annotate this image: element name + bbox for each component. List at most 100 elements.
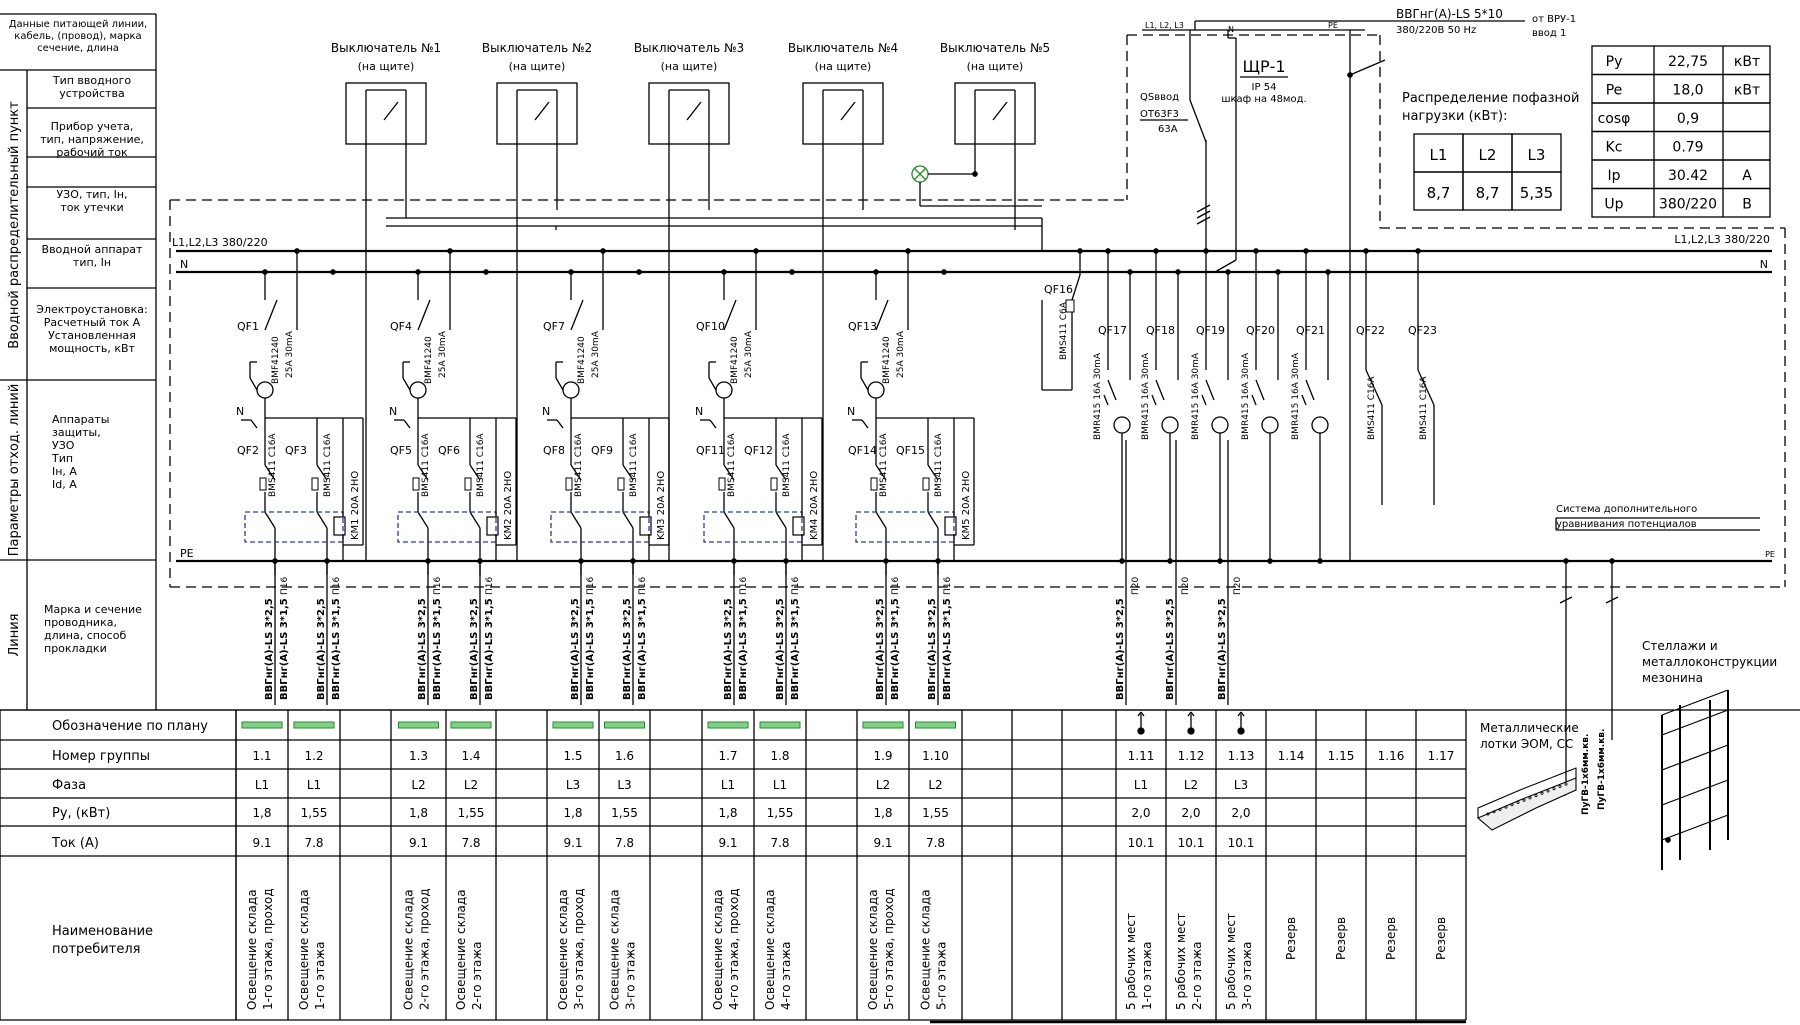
group-number: 1.1 [252, 749, 271, 763]
n-dot [636, 269, 642, 275]
group-power: 1,55 [922, 806, 949, 820]
group-phase: L1 [307, 778, 321, 792]
qf-name: QF2 [237, 444, 259, 457]
group-phase: L3 [566, 778, 580, 792]
switch-sub: (на щите) [815, 60, 872, 73]
qf-name: QF12 [744, 444, 773, 457]
rcbo-rating: 25A 30mA [285, 330, 295, 378]
group-phase: L3 [1234, 778, 1248, 792]
group-power: 2,0 [1131, 806, 1150, 820]
consumer-name: 5 рабочих мест [1224, 913, 1238, 1010]
group-current: 9.1 [252, 836, 271, 850]
km-label: KM2 20A 2НО [503, 471, 514, 540]
qf-blade [927, 464, 939, 481]
group-power: 2,0 [1231, 806, 1250, 820]
input-type-label: устройства [59, 87, 125, 100]
rcbo-name: QF1 [237, 320, 259, 333]
cable-p16: П16 [586, 577, 596, 595]
cable-label: длина, способ [44, 629, 126, 642]
n-label: N [236, 405, 244, 418]
cable-c1: ВВГнг(А)-LS 3*2,5 [775, 598, 786, 700]
km-dashed-box [855, 511, 955, 543]
group-number: 1.4 [461, 749, 480, 763]
group-number: 1.15 [1328, 749, 1355, 763]
cable-label: прокладки [44, 642, 107, 655]
storage-rack-icon [1661, 689, 1729, 870]
input-breaker-label: Вводной аппарат [42, 243, 144, 256]
group-power: 1,55 [458, 806, 485, 820]
cable-c1: ВВГнг(А)-LS 3*2,5 [622, 598, 633, 700]
qs-tick [1196, 216, 1211, 225]
equipotential-label-2: уравнивания потенциалов [1556, 519, 1697, 530]
param-name: cosφ [1598, 111, 1631, 127]
n-label: N [847, 405, 855, 418]
km-coil [333, 516, 346, 536]
switch-box [954, 82, 1036, 145]
qf-trip [870, 477, 878, 491]
group-number: 1.12 [1178, 749, 1205, 763]
phase-load-header: L2 [1479, 146, 1497, 164]
qf-blade [875, 464, 887, 481]
cable-c2: ВВГнг(А)-LS 3*1,5 [432, 598, 443, 700]
right-qf-trip [1251, 394, 1257, 406]
signal-lamp-cross [913, 167, 927, 181]
cable-c1: ВВГнг(А)-LS 3*2,5 [927, 598, 938, 700]
lamp-plan-symbol [552, 721, 594, 729]
switch-sub: (на щите) [661, 60, 718, 73]
pugv-label-2: ПуГВ-1х6мм.кв. [1597, 729, 1607, 810]
consumer-name: 5-го этажа, проход [882, 888, 896, 1010]
qf-trip [770, 477, 778, 491]
right-qf-name: QF23 [1408, 324, 1437, 337]
lamp-plan-symbol [915, 721, 956, 729]
phase-load-value: 5,35 [1520, 184, 1553, 202]
cable-p16: П16 [943, 577, 953, 595]
qf-type: BMS411 C16A [323, 433, 333, 497]
right-qf-blade [1255, 379, 1265, 401]
racks-label-3: мезонина [1642, 671, 1703, 685]
qf-trip [311, 477, 319, 491]
qf-blade [570, 464, 582, 481]
group-current: 7.8 [615, 836, 634, 850]
group-number: 1.6 [615, 749, 634, 763]
n-arrow [556, 419, 564, 429]
param-unit: кВт [1734, 83, 1760, 99]
right-qf-trip [1301, 394, 1307, 406]
rcbo-toroid [562, 381, 580, 399]
qf-type: BMS411 C16A [268, 433, 278, 497]
group-current: 9.1 [409, 836, 428, 850]
socket-arrow [1140, 711, 1145, 717]
group-number: 1.5 [563, 749, 582, 763]
l-bus-label-right: L1,L2,L3 380/220 [1674, 233, 1770, 246]
right-qf-blade [1305, 379, 1315, 401]
group-phase: L2 [411, 778, 425, 792]
consumer-name: 3-го этажа, проход [572, 888, 586, 1010]
consumer-name: Освещение склада [454, 889, 468, 1010]
consumer-name: Освещение склада [919, 889, 933, 1010]
group-current: 10.1 [1178, 836, 1205, 850]
km-contact [775, 511, 787, 529]
n-dot [330, 269, 336, 275]
qf-blade [622, 464, 634, 481]
socket-plan-symbol [1187, 727, 1195, 735]
group-power: 1,55 [611, 806, 638, 820]
rcbo-name: QF7 [543, 320, 565, 333]
group-number: 1.3 [409, 749, 428, 763]
pe-dot [1217, 558, 1223, 564]
protection-label: защиты, [52, 426, 101, 439]
group-current: 10.1 [1228, 836, 1255, 850]
qf-trip [464, 477, 472, 491]
param-value: 380/220 [1659, 197, 1717, 213]
rcbo-rating: 25A 30mA [744, 330, 754, 378]
cable-p16: П16 [433, 577, 443, 595]
switch-title: Выключатель №1 [331, 41, 441, 55]
right-qf-toroid [1211, 416, 1229, 434]
lamp-plan-symbol [293, 721, 335, 729]
cable-p16: П16 [280, 577, 290, 595]
n-dot [941, 269, 947, 275]
cable-c2: ВВГнг(А)-LS 3*1,5 [790, 598, 801, 700]
uzo-label: УЗО, тип, Iн, [56, 188, 127, 201]
socket-arrow [1240, 711, 1245, 717]
cable-c1: ВВГнг(А)-LS 3*2,5 [469, 598, 480, 700]
qf-blade [469, 464, 481, 481]
tray-hole [1516, 801, 1520, 805]
